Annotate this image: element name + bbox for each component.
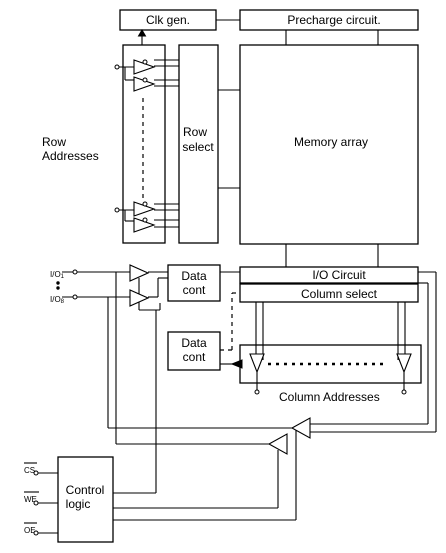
- io-ellipsis-dot: [56, 286, 60, 290]
- control-logic-block: Control logic: [57, 456, 114, 543]
- precharge-circuit-block: Precharge circuit.: [239, 9, 419, 31]
- memory-array-label: Memory array: [294, 135, 368, 149]
- data-cont-bottom-label-2: cont: [183, 350, 206, 364]
- data-cont-top-label-2: cont: [183, 283, 206, 297]
- data-cont-bottom-block: Data cont: [167, 331, 221, 371]
- row-addresses-label-1: Row: [42, 135, 66, 149]
- column-addresses-label: Column Addresses: [279, 390, 380, 404]
- column-address-buffers: [249, 353, 412, 374]
- column-select-label: Column select: [301, 287, 378, 301]
- control-logic-label-1: Control: [66, 483, 105, 497]
- clk-gen-label: Clk gen.: [146, 13, 190, 27]
- memory-array-block: Memory array: [239, 44, 419, 245]
- io-circuit-block: I/O Circuit: [239, 266, 419, 284]
- data-cont-bottom-label-1: Data: [181, 336, 207, 350]
- row-decoder-block: [122, 44, 166, 244]
- oe-label: OE: [24, 526, 36, 535]
- io1-label: I/O1: [50, 270, 65, 280]
- io-ellipsis-dot: [56, 281, 60, 285]
- row-select-label-1: Row: [183, 125, 207, 139]
- io-circuit-label: I/O Circuit: [312, 268, 366, 282]
- cs-label: CS: [24, 466, 35, 475]
- column-select-block: Column select: [239, 283, 419, 303]
- data-cont-top-block: Data cont: [167, 264, 221, 302]
- data-cont-top-label-1: Data: [181, 269, 207, 283]
- wires: [36, 19, 437, 534]
- io8-label: I/O8: [50, 295, 65, 305]
- precharge-label: Precharge circuit.: [287, 13, 380, 27]
- row-address-buffers: [133, 59, 156, 233]
- row-addresses-label-2: Addresses: [42, 149, 99, 163]
- column-decoder-block: [239, 344, 422, 384]
- io-input-buffers: [129, 264, 150, 307]
- output-enable-buffers: [267, 417, 311, 455]
- we-label: WE: [24, 495, 37, 504]
- clk-gen-block: Clk gen.: [119, 9, 217, 31]
- row-select-block: Row select: [178, 44, 219, 244]
- row-select-label-2: select: [182, 140, 214, 154]
- pins: [33, 64, 407, 536]
- control-logic-label-2: logic: [66, 497, 91, 511]
